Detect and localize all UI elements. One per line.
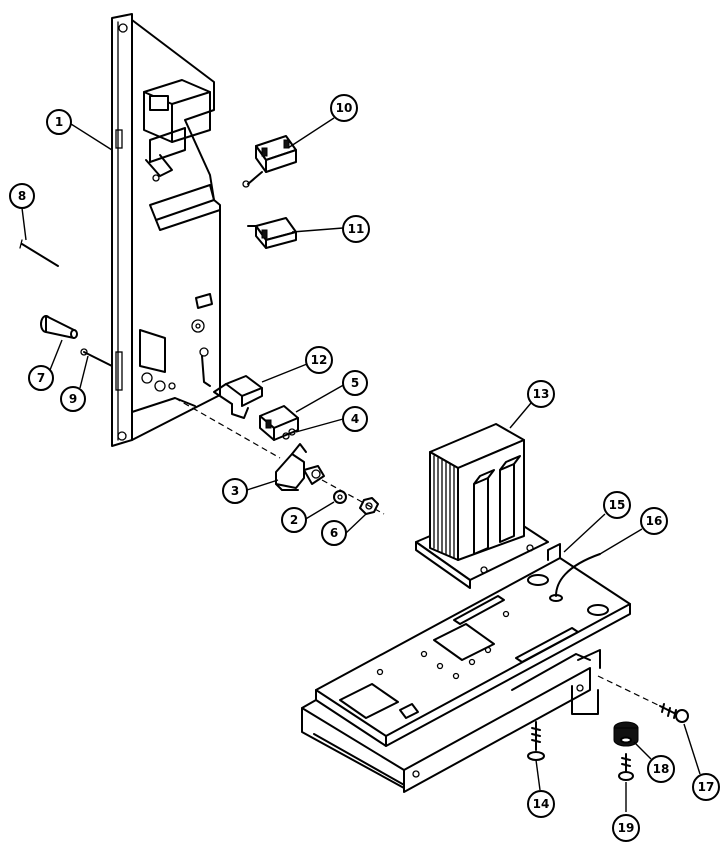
callout-15-label: 15 — [609, 498, 626, 512]
callout-13-label: 13 — [533, 387, 550, 401]
screw-19 — [618, 753, 634, 781]
callout-12: 12 — [305, 346, 333, 374]
callout-2-label: 2 — [290, 513, 298, 527]
callout-16: 16 — [640, 507, 668, 535]
callout-10-label: 10 — [336, 101, 353, 115]
washer-2 — [333, 490, 347, 504]
callout-10: 10 — [330, 94, 358, 122]
control-panel-bracket — [111, 13, 221, 447]
callout-12-label: 12 — [311, 353, 328, 367]
callout-17: 17 — [692, 773, 720, 801]
callout-16-label: 16 — [646, 514, 663, 528]
foot-18 — [613, 721, 639, 747]
base-plate — [301, 543, 631, 793]
callout-4: 4 — [342, 406, 368, 432]
callout-5-label: 5 — [351, 376, 359, 390]
callout-14-label: 14 — [533, 797, 550, 811]
callout-5: 5 — [342, 370, 368, 396]
callout-1-label: 1 — [55, 115, 63, 129]
callout-17-label: 17 — [698, 780, 715, 794]
callout-9: 9 — [60, 386, 86, 412]
callout-19-label: 19 — [618, 821, 635, 835]
callout-1: 1 — [46, 109, 72, 135]
callout-18: 18 — [647, 755, 675, 783]
screw-14 — [527, 721, 545, 761]
spacer-7 — [40, 315, 78, 339]
callout-8-label: 8 — [18, 189, 26, 203]
callout-18-label: 18 — [653, 762, 670, 776]
microswitch-12 — [213, 375, 263, 419]
rod-8 — [19, 239, 59, 267]
callout-11-label: 11 — [348, 222, 365, 236]
latch-actuator — [275, 443, 325, 491]
callout-19: 19 — [612, 814, 640, 842]
callout-4-label: 4 — [351, 412, 359, 426]
callout-6-label: 6 — [330, 526, 338, 540]
callout-15: 15 — [603, 491, 631, 519]
screw-17 — [659, 703, 689, 723]
callout-8: 8 — [9, 183, 35, 209]
callout-3-label: 3 — [231, 484, 239, 498]
pin-4 — [282, 428, 296, 440]
callout-11: 11 — [342, 215, 370, 243]
callout-3: 3 — [222, 478, 248, 504]
callout-7: 7 — [28, 365, 54, 391]
wire-16 — [555, 553, 601, 597]
screw-9 — [80, 348, 113, 367]
callout-6: 6 — [321, 520, 347, 546]
callout-2: 2 — [281, 507, 307, 533]
transformer — [415, 423, 549, 589]
callout-7-label: 7 — [37, 371, 45, 385]
microswitch-10 — [242, 135, 297, 188]
microswitch-5 — [259, 405, 299, 441]
callout-13: 13 — [527, 380, 555, 408]
nut-6 — [359, 497, 379, 515]
callout-9-label: 9 — [69, 392, 77, 406]
callout-leaders — [21, 117, 701, 812]
microswitch-11 — [247, 217, 297, 249]
callout-14: 14 — [527, 790, 555, 818]
